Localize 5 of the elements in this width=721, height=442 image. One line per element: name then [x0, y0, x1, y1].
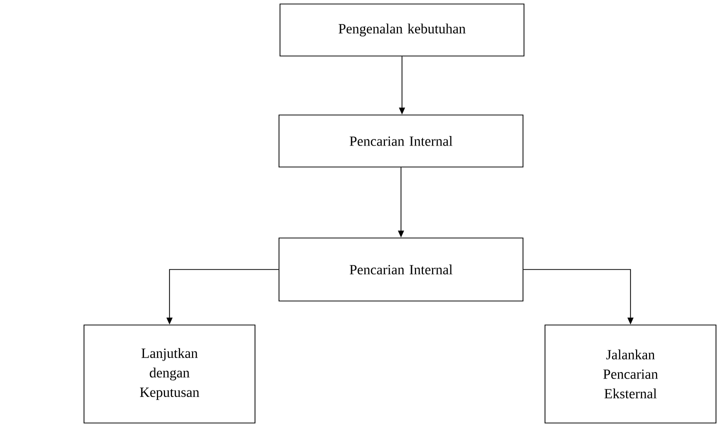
process-box: Pengenalan kebutuhan	[280, 4, 524, 56]
process-box: Lanjutkan dengan Keputusan	[84, 324, 256, 424]
process-box: Pencarian Internal	[278, 114, 524, 168]
process-box: Pencarian Internal	[278, 238, 524, 302]
process-box: Jalankan Pencarian Eksternal	[544, 324, 716, 424]
